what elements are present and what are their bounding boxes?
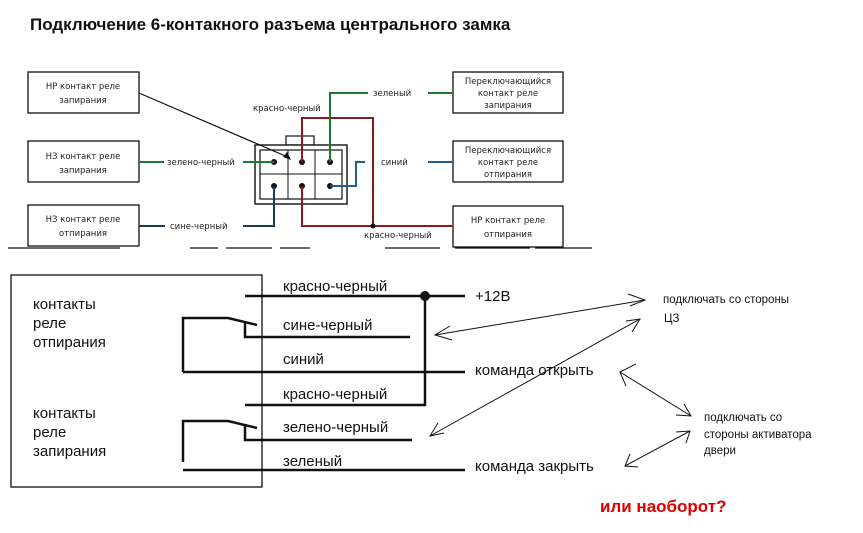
box-text: контакт реле xyxy=(478,158,538,168)
unlock-relay-label: контакты xyxy=(33,296,96,313)
box-text: запирания xyxy=(484,101,532,111)
page-title: Подключение 6-контакного разъема централ… xyxy=(30,15,511,34)
unlock-relay-label: реле xyxy=(33,315,66,332)
arrow-line xyxy=(434,299,646,336)
lock-relay-switch xyxy=(181,419,258,462)
relay-block xyxy=(10,274,263,488)
wire-label-green: зеленый xyxy=(373,89,411,99)
wire-label: зеленый xyxy=(283,453,342,470)
wire-red-black xyxy=(301,186,453,227)
box-text: НЗ контакт реле xyxy=(46,215,121,225)
output-open-command: команда открыть xyxy=(475,362,594,379)
lock-relay-common xyxy=(243,424,412,442)
box-nc-unlock-relay: НЗ контакт реле отпирания xyxy=(27,204,140,247)
arrowhead-icon xyxy=(675,430,691,444)
arrowhead-icon xyxy=(428,422,445,437)
wire-black-diagonal xyxy=(138,92,291,159)
note-actuator-side: подключать со xyxy=(704,412,782,424)
box-nc-lock-relay: НЗ контакт реле запирания xyxy=(27,140,140,183)
junction-dot xyxy=(370,223,376,229)
lock-relay-label: запирания xyxy=(33,443,106,460)
wire-label-red-black-top: красно-черный xyxy=(253,104,321,114)
connector-diagram: НР контакт реле запирания НЗ контакт рел… xyxy=(8,71,592,249)
arrowhead-icon xyxy=(627,293,647,307)
note-actuator-side: двери xyxy=(704,445,736,457)
wire-label-red-black-bottom: красно-черный xyxy=(364,231,432,241)
arrowhead-icon xyxy=(675,403,692,417)
wire-green xyxy=(329,92,368,162)
wire-blue xyxy=(330,161,365,187)
arrowhead-icon xyxy=(624,453,639,468)
lock-relay-label: контакты xyxy=(33,405,96,422)
note-actuator-side: стороны активатора xyxy=(704,429,812,441)
note-cz-side: ЦЗ xyxy=(664,313,680,325)
box-text: НЗ контакт реле xyxy=(46,152,121,162)
unlock-relay-switch xyxy=(181,316,258,372)
output-close-command: команда закрыть xyxy=(475,458,594,475)
box-changeover-unlock-relay: Переключающийся контакт реле отпирания xyxy=(452,140,564,183)
lock-relay-label: реле xyxy=(33,424,66,441)
box-text: отпирания xyxy=(59,229,107,239)
box-changeover-lock-relay: Переключающийся контакт реле запирания xyxy=(452,71,564,114)
box-no-unlock-relay: НР контакт реле отпирания xyxy=(452,205,564,248)
arrow-line xyxy=(429,318,641,437)
wire-label: синий xyxy=(283,351,324,368)
wire-red-black xyxy=(301,117,374,226)
wire-label-blue: синий xyxy=(381,158,408,168)
junction-dot xyxy=(420,291,430,301)
arrow-line xyxy=(619,371,692,417)
wire-label: сине-черный xyxy=(283,317,372,334)
box-text: Переключающийся xyxy=(465,77,551,87)
box-text: отпирания xyxy=(484,170,532,180)
wire-red-black-2 xyxy=(245,296,427,407)
box-text: запирания xyxy=(59,166,107,176)
box-text: запирания xyxy=(59,96,107,106)
arrowhead-icon xyxy=(625,318,641,333)
box-text: отпирания xyxy=(484,230,532,240)
wire-label: красно-черный xyxy=(283,386,387,403)
box-no-lock-relay: НР контакт реле запирания xyxy=(27,71,140,114)
box-text: НР контакт реле xyxy=(471,216,545,226)
wire-label-green-black: зелено-черный xyxy=(167,158,235,168)
note-cz-side: подключать со стороны xyxy=(663,294,789,306)
arrow-line xyxy=(624,430,691,467)
output-plus12v: +12В xyxy=(475,288,510,305)
arrowhead-icon xyxy=(619,363,637,387)
wire-label: зелено-черный xyxy=(283,419,388,436)
wire-blue-black xyxy=(243,186,275,227)
wire-label-blue-black: сине-черный xyxy=(170,222,228,232)
arrowhead-icon xyxy=(283,152,291,160)
question-text: или наоборот? xyxy=(600,497,726,516)
wire-label: красно-черный xyxy=(283,278,387,295)
arrowhead-icon xyxy=(433,325,453,341)
box-text: НР контакт реле xyxy=(46,82,120,92)
unlock-relay-common xyxy=(243,322,410,339)
box-text: контакт реле xyxy=(478,89,538,99)
unlock-relay-label: отпирания xyxy=(33,334,106,351)
relay-wiring-diagram: контакты реле отпирания контакты реле за… xyxy=(10,274,812,516)
box-text: Переключающийся xyxy=(465,146,551,156)
